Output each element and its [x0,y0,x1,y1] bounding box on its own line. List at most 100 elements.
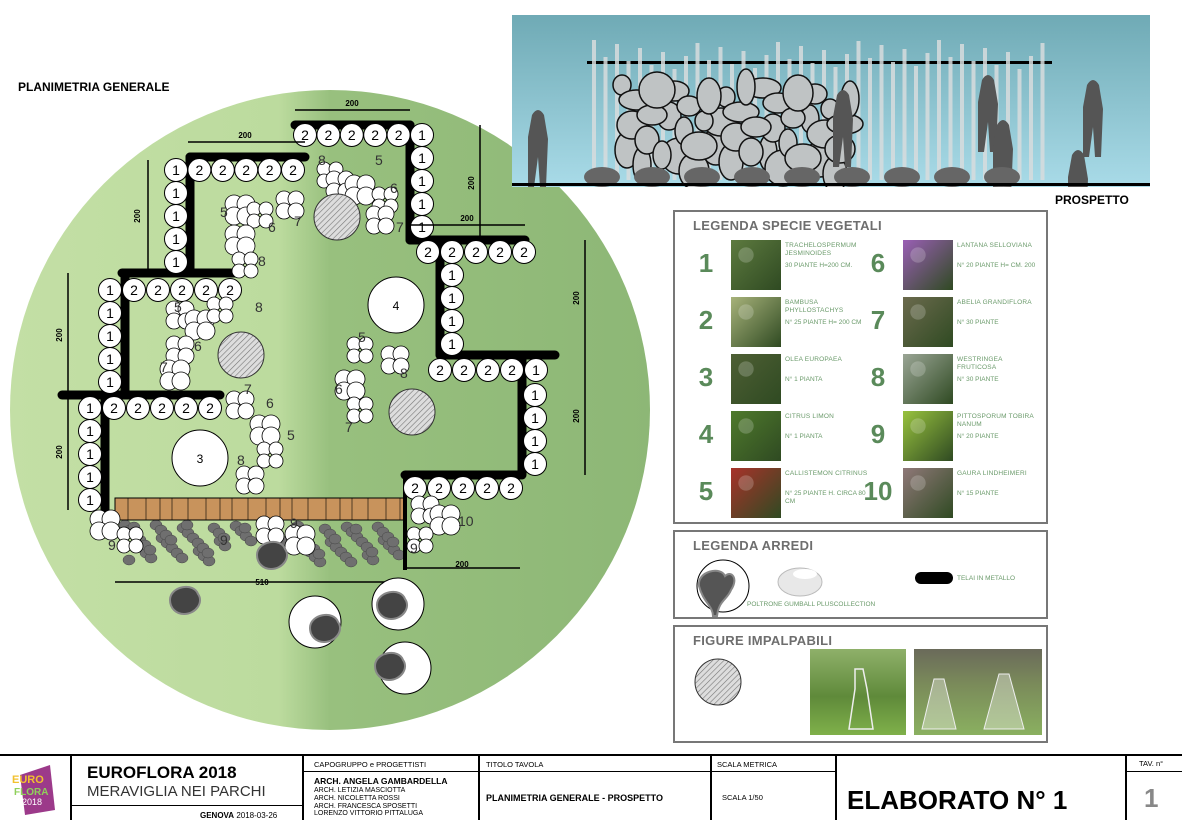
drawing-number: ELABORATO N° 1 [847,785,1068,815]
shrub-code: 9 [290,515,298,531]
hedge-plant [164,250,188,274]
stone-ring [740,116,772,138]
dimension-label: 200 [467,176,476,190]
species-photo [903,240,953,290]
species-photo [731,411,781,461]
shrub-code: 8 [255,299,263,315]
sheet-title: PLANIMETRIA GENERALE - PROSPETTO [486,793,664,803]
shrub [377,217,395,235]
hedge-plant [523,452,547,476]
species-name: TRACHELOSPERMUM JESMINOIDES [785,242,857,257]
sheet-title-cell: TITOLO TAVOLA PLANIMETRIA GENERALE - PRO… [478,755,710,820]
hedge-plant-code: 2 [178,282,186,298]
species-photo [731,240,781,290]
tree [367,276,425,334]
hedge-plant [524,358,548,382]
tree-code: 3 [197,452,204,466]
shrub-silhouette [934,167,970,187]
seated-person [308,613,342,644]
team-header: CAPOGRUPPO e PROGETTISTI [314,760,427,769]
shrub-code: 6 [390,180,398,196]
hedge-plant-code: 1 [172,208,180,224]
walls [57,120,560,570]
hedge-plant-code: 1 [106,374,114,390]
dimension-label: 200 [572,291,581,305]
hedge-plant-code: 1 [106,282,114,298]
tav-number: 1 [1144,783,1159,813]
hedge-plant [476,358,500,382]
hedge-plant-code: 2 [325,127,333,143]
hedge-plant-code: 2 [130,282,138,298]
wooden-deck [114,497,406,521]
bamboo [891,62,895,180]
pebble [122,554,136,566]
hedge-plant-code: 2 [134,400,142,416]
hedge-plant-code: 2 [507,480,515,496]
furniture-legend: LEGENDA ARREDI POLTRONE GUMBALL PLUSCOLL… [673,530,1048,619]
species-photo [731,297,781,347]
figures-legend-title: FIGURE IMPALPABILI [693,633,833,648]
shrub-code: 8 [318,152,326,168]
hedge-plant [512,240,536,264]
bamboo [615,44,619,180]
species-name: PITTOSPORUM TOBIRA NANUM [957,413,1034,428]
pebble [238,522,252,534]
pebble [349,523,363,535]
shrub [258,213,274,229]
hedge-plant [146,278,170,302]
hedge-plant-code: 2 [484,362,492,378]
hedge-plant-code: 2 [158,400,166,416]
stone-ring [680,131,718,161]
species-number: 9 [870,419,886,449]
hedge-plant [102,396,126,420]
frame-label: TELAI IN METALLO [957,575,1016,582]
hedge-plant-code: 1 [531,387,539,403]
shrub [358,348,374,364]
dimension-label: 200 [572,409,581,423]
species-name: BAMBUSA PHYLLOSTACHYS [785,299,844,314]
shrub-code: 7 [160,359,168,375]
hedge-plant [122,278,146,302]
pebble [328,533,342,545]
team-cell: CAPOGRUPPO e PROGETTISTI ARCH. ANGELA GA… [302,755,478,820]
bamboo [1017,69,1022,180]
stone-ring [638,71,676,109]
species-name: CITRUS LIMON [785,413,834,420]
hedge-plant-code: 2 [110,400,118,416]
bamboo [856,41,861,180]
hedge-plant-code: 2 [202,282,210,298]
wire-figure-photo-2 [914,649,1042,735]
svg-text:EURO: EURO [12,774,44,786]
hedge-plant-code: 2 [196,162,204,178]
hedge-plant-code: 1 [532,362,540,378]
bamboo [1006,52,1010,180]
shrub [441,516,461,536]
shrub-code: 8 [237,452,245,468]
shrub [418,538,434,554]
drawing-number-cell: ELABORATO N° 1 [835,755,1125,820]
shrub-code: 7 [396,219,404,235]
title-block-border [0,754,1182,756]
dimension-label: 510 [255,578,269,587]
shrub [392,357,410,375]
species-number: 7 [870,305,886,335]
bamboo [902,49,907,180]
hedge-plant [500,358,524,382]
species-photo [731,354,781,404]
intangible-figure [313,193,361,241]
hedge-plant-code: 1 [418,219,426,235]
shrub [358,408,374,424]
hedge-plant [488,240,512,264]
pebble [175,552,189,564]
person-silhouette [978,75,998,152]
elevation-label: PROSPETTO [1055,193,1129,207]
sheet-title-header: TITOLO TAVOLA [486,760,544,769]
